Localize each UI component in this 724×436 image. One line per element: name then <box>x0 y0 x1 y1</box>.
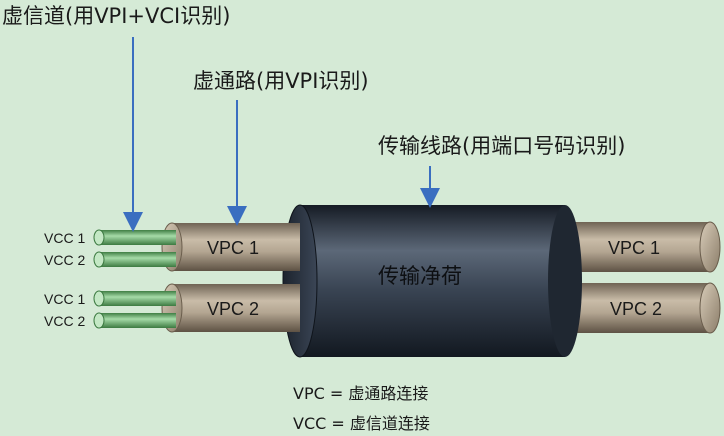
vcc-wire-1-2 <box>93 251 176 268</box>
vpc-label-in-2: VPC 2 <box>207 299 260 319</box>
vcc-label-1-2: VCC 2 <box>44 252 86 268</box>
vcc-wire-2-2 <box>93 312 176 329</box>
vpc-label-in-1: VPC 1 <box>207 238 260 258</box>
vcc-label-2-1: VCC 1 <box>44 291 86 307</box>
vpc-label-out-2: VPC 2 <box>610 299 663 319</box>
virtual-path-label: 虚通路(用VPI识别) <box>193 69 369 93</box>
vpc-tube-out-2 <box>560 282 721 334</box>
vpc-tube-in-2 <box>161 283 300 333</box>
legend-vpc: VPC = 虚通路连接 <box>293 384 429 403</box>
virtual-channel-label: 虚信道(用VPI+VCI识别) <box>2 4 231 28</box>
transmission-path-label: 传输线路(用端口号码识别) <box>378 134 626 158</box>
vpc-tube-out-1 <box>560 221 721 273</box>
legend-vcc: VCC = 虚信道连接 <box>293 414 430 433</box>
payload-label: 传输净荷 <box>378 264 462 288</box>
transmission-cable <box>282 204 582 358</box>
vpc-label-out-1: VPC 1 <box>608 238 661 258</box>
vcc-wire-1-1 <box>93 229 176 246</box>
vcc-label-1-1: VCC 1 <box>44 230 86 246</box>
vcc-label-2-2: VCC 2 <box>44 313 86 329</box>
vcc-wire-2-1 <box>93 290 176 307</box>
